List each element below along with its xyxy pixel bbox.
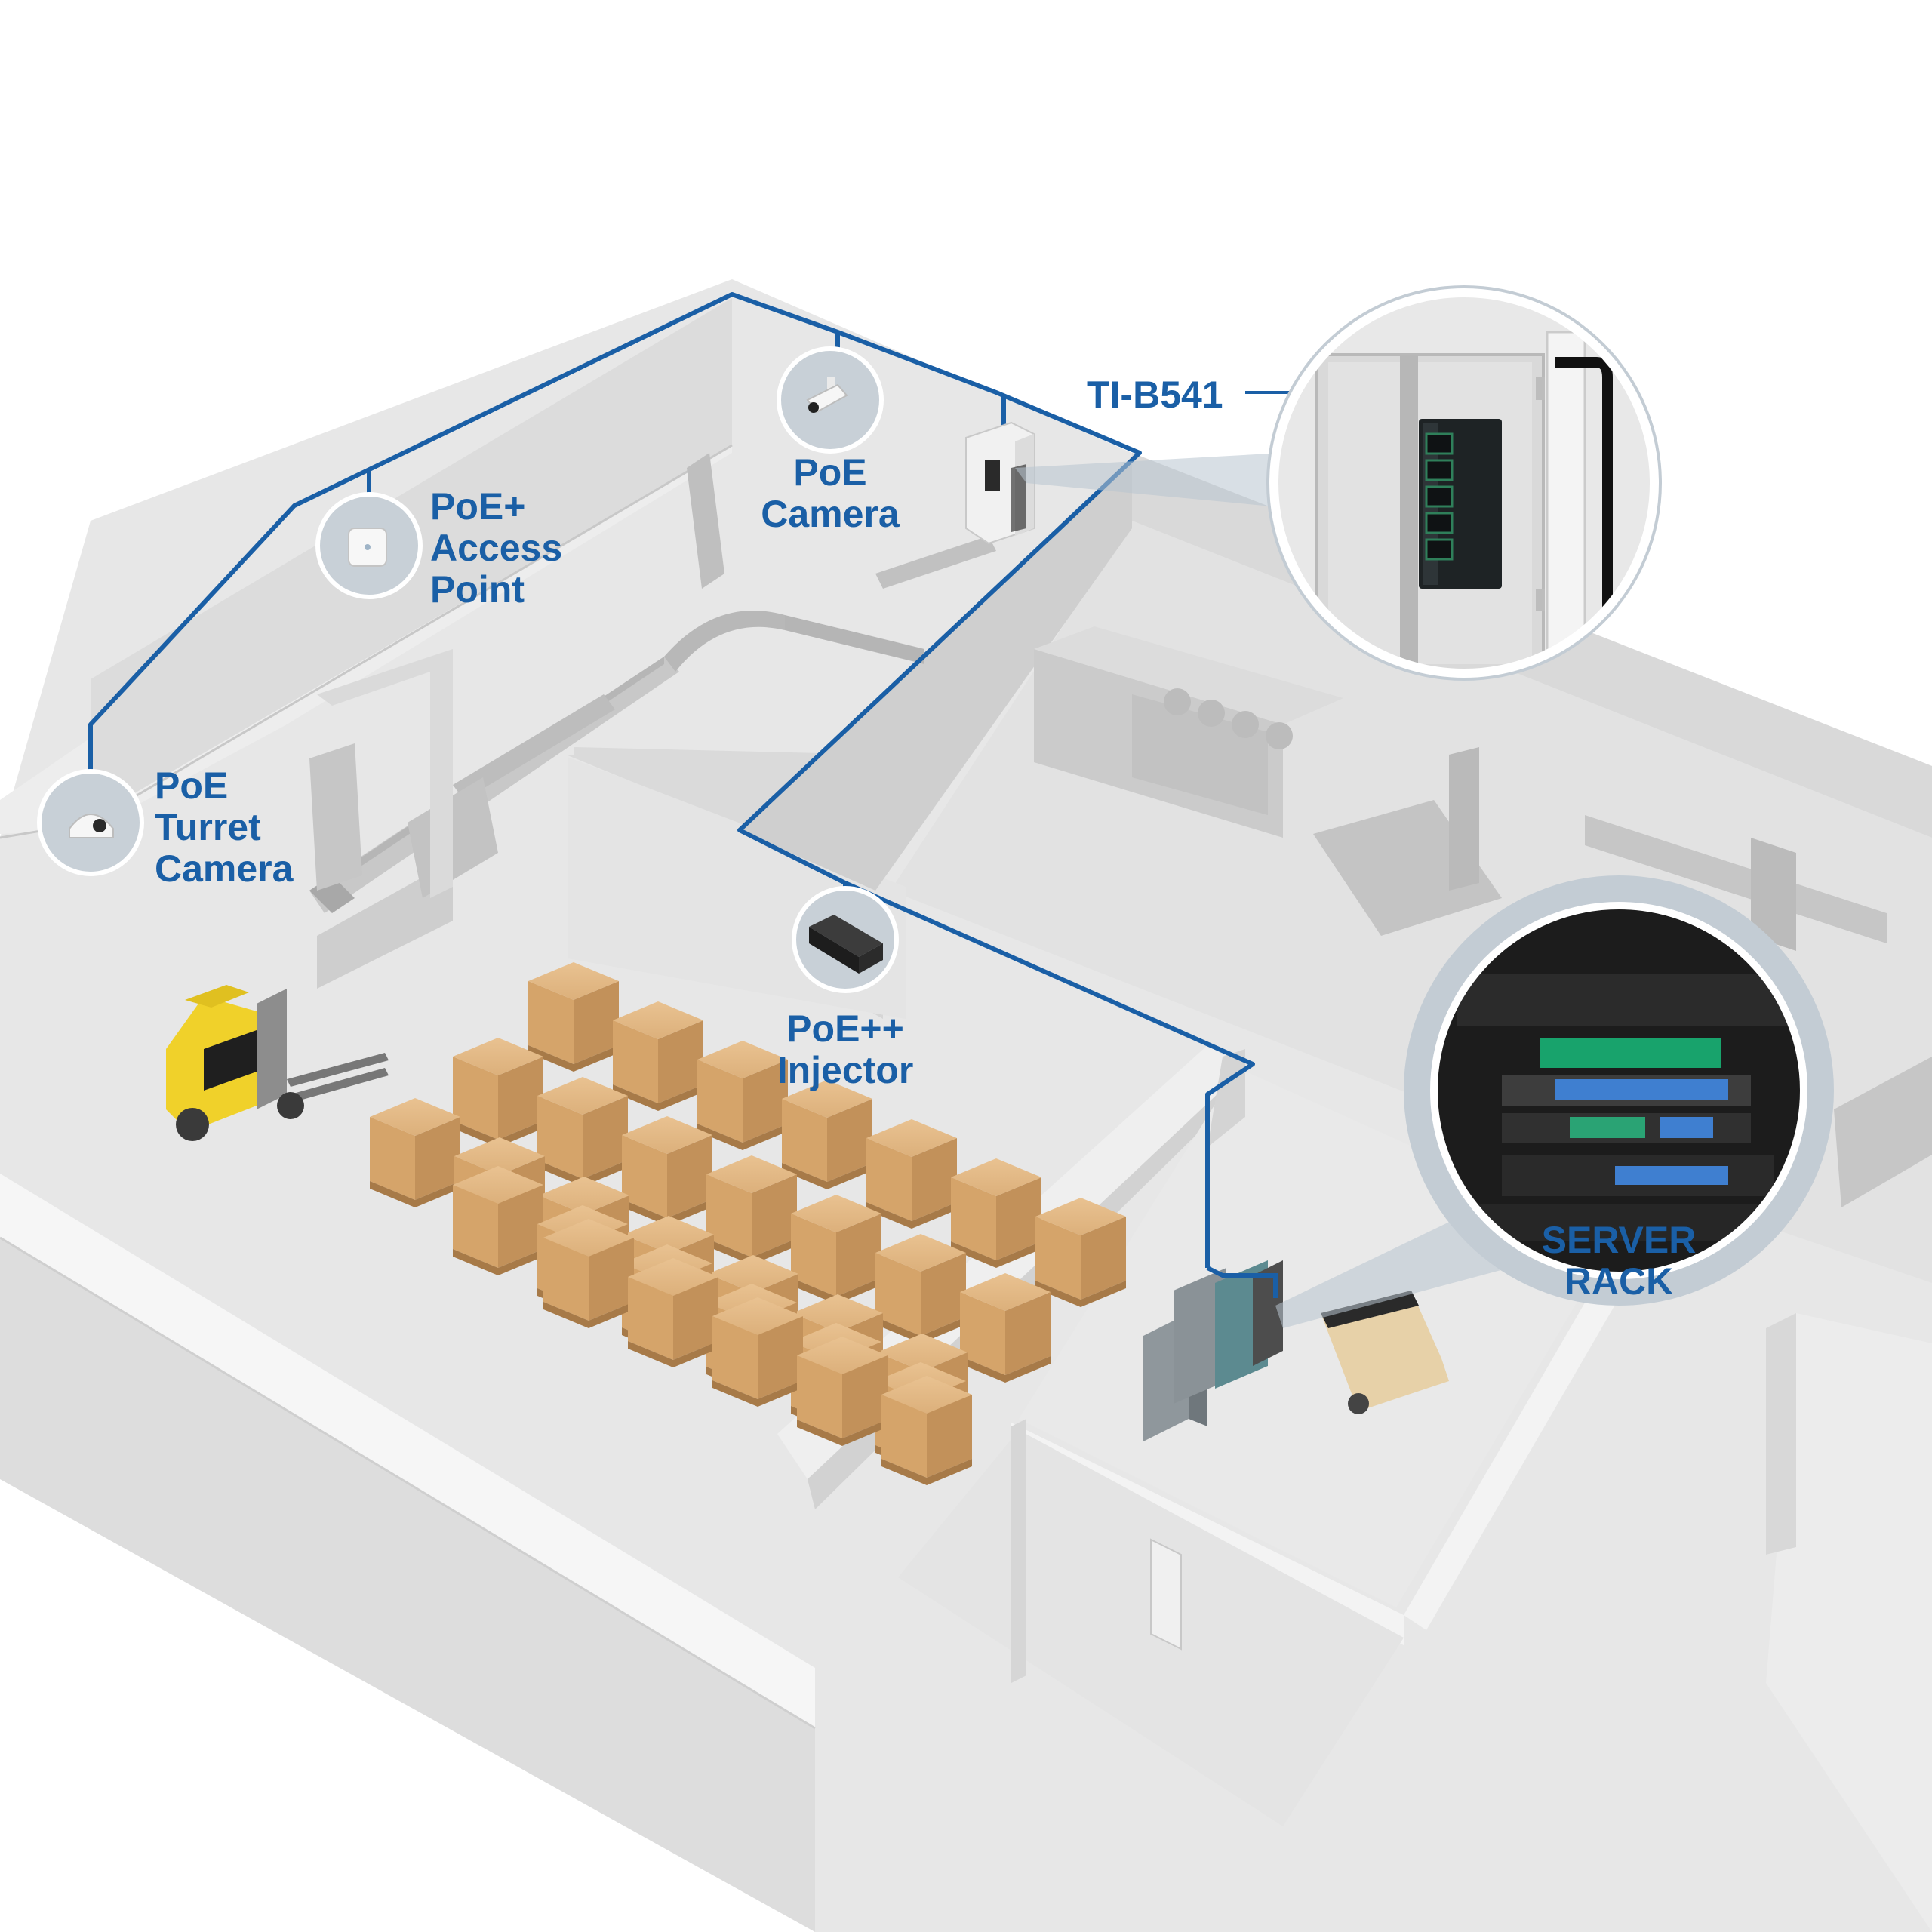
label-access-point-line2: Access [430,527,562,569]
cable-main [88,292,1255,1268]
label-injector: PoE++ Injector [777,1008,914,1091]
pallet-box [797,1337,888,1446]
camera-bubble [777,346,884,454]
warehouse-pallets [370,962,1126,1485]
label-access-point-line1: PoE+ [430,485,525,528]
callout-beam [1015,453,1343,513]
turret-camera-bubble [37,769,144,876]
pallet-box [537,1077,628,1186]
door [1150,1538,1182,1651]
server-rack-icon [1457,974,1789,1241]
bullet-camera-icon [806,377,848,414]
pallet-box [613,1001,703,1111]
label-camera-line1: PoE [793,451,866,494]
server-room-racks [1143,1260,1449,1441]
pallet-box [453,1166,543,1275]
pallet-box [706,1155,797,1265]
pallet-box [622,1116,712,1226]
pallet-box [951,1158,1041,1268]
partition-production [740,460,1132,891]
access-point-bubble [315,492,423,599]
pallet-box [1035,1198,1126,1307]
label-camera: PoE Camera [761,451,900,535]
wall-edge-line-2 [0,1236,816,1730]
pallet-box [697,1041,788,1150]
pallet-box [453,1038,543,1147]
pallet-box [712,1297,803,1407]
label-turret-camera: PoE Turret Camera [155,764,294,890]
pallet-box [782,1080,872,1189]
pallet-box [791,1195,881,1304]
control-room-wall-right [1404,1238,1645,1630]
pallet-box [370,1098,460,1208]
right-corridor-wall-face [1766,1313,1796,1555]
pallet-box [528,962,619,1072]
server-rack-callout [1275,875,1834,1328]
label-server-rack-line1: SERVER [1542,1219,1697,1261]
label-access-point: PoE+ Access Point [430,485,562,611]
label-injector-line2: Injector [777,1049,914,1091]
pallet-box [628,1258,718,1367]
label-turret-camera-line2: Turret [155,806,261,848]
wireless-access-point-icon [348,528,387,567]
ti-b541-callout [1015,285,1662,681]
label-camera-line2: Camera [761,493,900,535]
lower-room-wall [1011,1419,1026,1683]
label-server-rack-line2: RACK [1564,1260,1673,1303]
poe-injector-icon [809,915,883,974]
label-ti-b541: TI-B541 [1087,374,1223,416]
forklift [166,985,389,1141]
label-turret-camera-line3: Camera [155,848,294,890]
pallet-box [866,1119,957,1229]
outer-wall-front [0,1174,815,1728]
label-turret-camera-line1: PoE [155,764,228,807]
pallet-box [881,1376,972,1485]
rack-callout-beam [1275,1208,1509,1328]
industrial-enclosure [965,421,1035,545]
production-line-right [1034,626,1932,1208]
right-corridor-wall [1766,1313,1932,1932]
injector-bubble [792,886,899,993]
industrial-switch-icon [1419,419,1502,589]
outer-wall-front-side [0,1238,815,1932]
label-injector-line1: PoE++ [786,1008,904,1050]
pallet-box [875,1234,966,1343]
dome-camera-icon [69,814,114,838]
pallet-box [960,1273,1051,1383]
label-server-rack: SERVER RACK [1542,1219,1697,1303]
conveyor-system-left [309,453,996,989]
pallet-box [543,1219,634,1328]
cable-rack-feed [1206,1266,1278,1298]
label-access-point-line3: Point [430,568,525,611]
